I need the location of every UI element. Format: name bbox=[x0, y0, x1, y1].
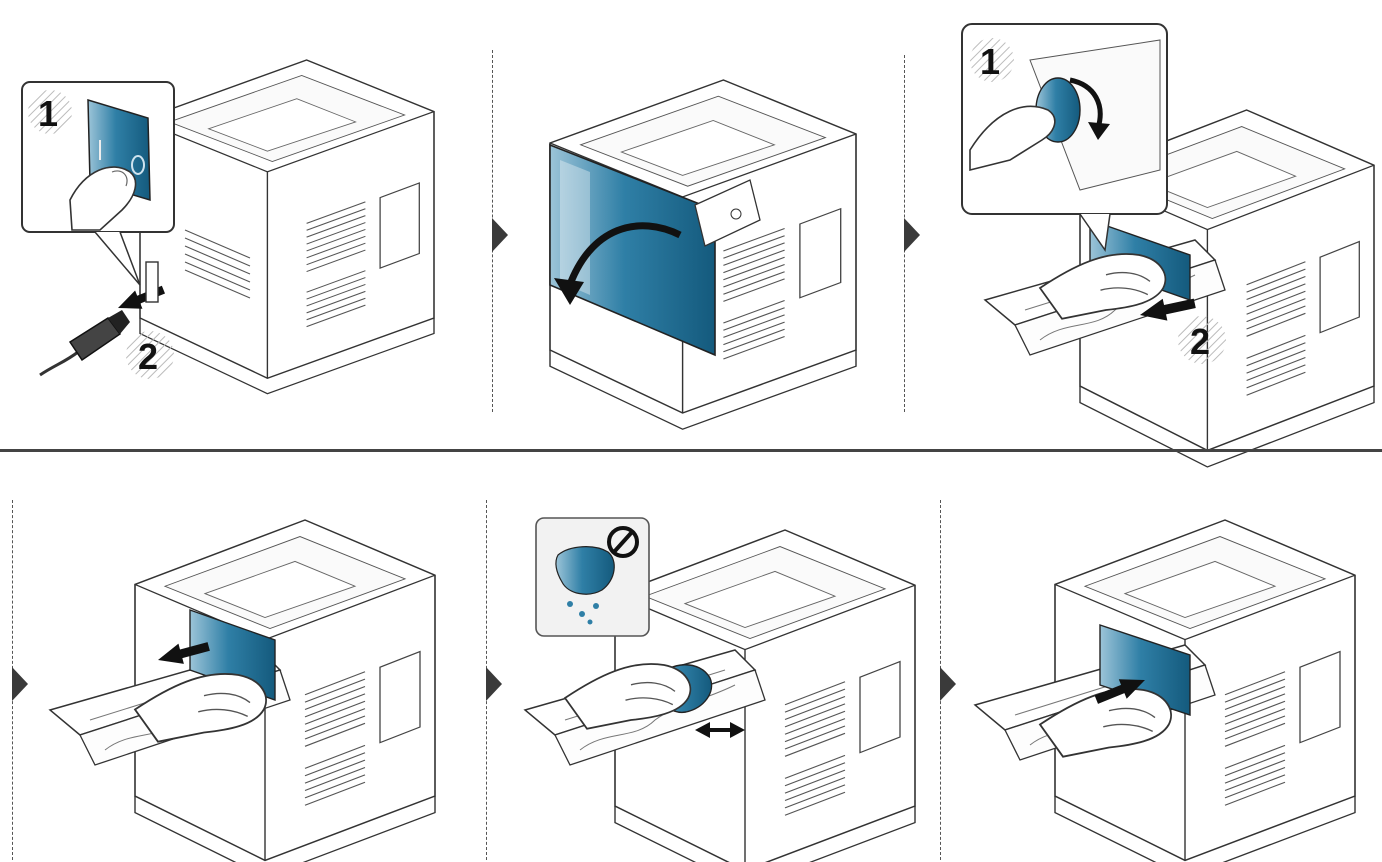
prohibited-icon bbox=[607, 526, 639, 558]
lever-callout bbox=[961, 23, 1168, 253]
wet-cloth-icon bbox=[555, 546, 615, 595]
finger bbox=[69, 166, 137, 231]
warning-callout bbox=[535, 517, 650, 637]
step-6-panel bbox=[965, 500, 1380, 862]
step-1-illustration: 1 2 bbox=[21, 59, 435, 395]
callout-number: 2 bbox=[138, 336, 158, 377]
callout-badge-2: 2 bbox=[1178, 316, 1226, 364]
callout-number: 2 bbox=[1190, 321, 1210, 362]
step-4-illustration bbox=[49, 519, 436, 862]
callout-number: 1 bbox=[38, 93, 58, 134]
step-2-panel bbox=[510, 0, 900, 445]
callout-badge-2: 2 bbox=[126, 331, 174, 379]
step-4-panel bbox=[40, 500, 480, 862]
callout-number: 1 bbox=[980, 41, 1000, 82]
step-arrow-icon bbox=[492, 218, 508, 252]
callout-badge-1: 1 bbox=[970, 38, 1014, 82]
step-6-illustration bbox=[974, 519, 1356, 862]
step-1-panel: 1 2 bbox=[0, 0, 480, 445]
rotate-arrow-icon bbox=[1069, 77, 1103, 129]
step-3-panel: 1 2 bbox=[920, 0, 1380, 468]
step-2-illustration bbox=[549, 79, 857, 431]
power-plug-icon bbox=[39, 310, 130, 377]
step-5-illustration bbox=[524, 517, 916, 862]
step-3-illustration: 1 2 bbox=[961, 23, 1375, 468]
row-divider bbox=[0, 449, 1382, 452]
step-arrow-icon bbox=[12, 667, 28, 701]
step-arrow-icon bbox=[940, 667, 956, 701]
wipe-arrow-icon bbox=[695, 722, 745, 738]
step-arrow-icon bbox=[904, 218, 920, 252]
curved-arrow-icon bbox=[564, 222, 682, 292]
step-arrow-icon bbox=[486, 667, 502, 701]
control-panel bbox=[694, 179, 761, 247]
step-5-panel bbox=[520, 510, 930, 862]
rear-vent bbox=[184, 229, 251, 299]
callout-badge-1: 1 bbox=[28, 90, 72, 134]
